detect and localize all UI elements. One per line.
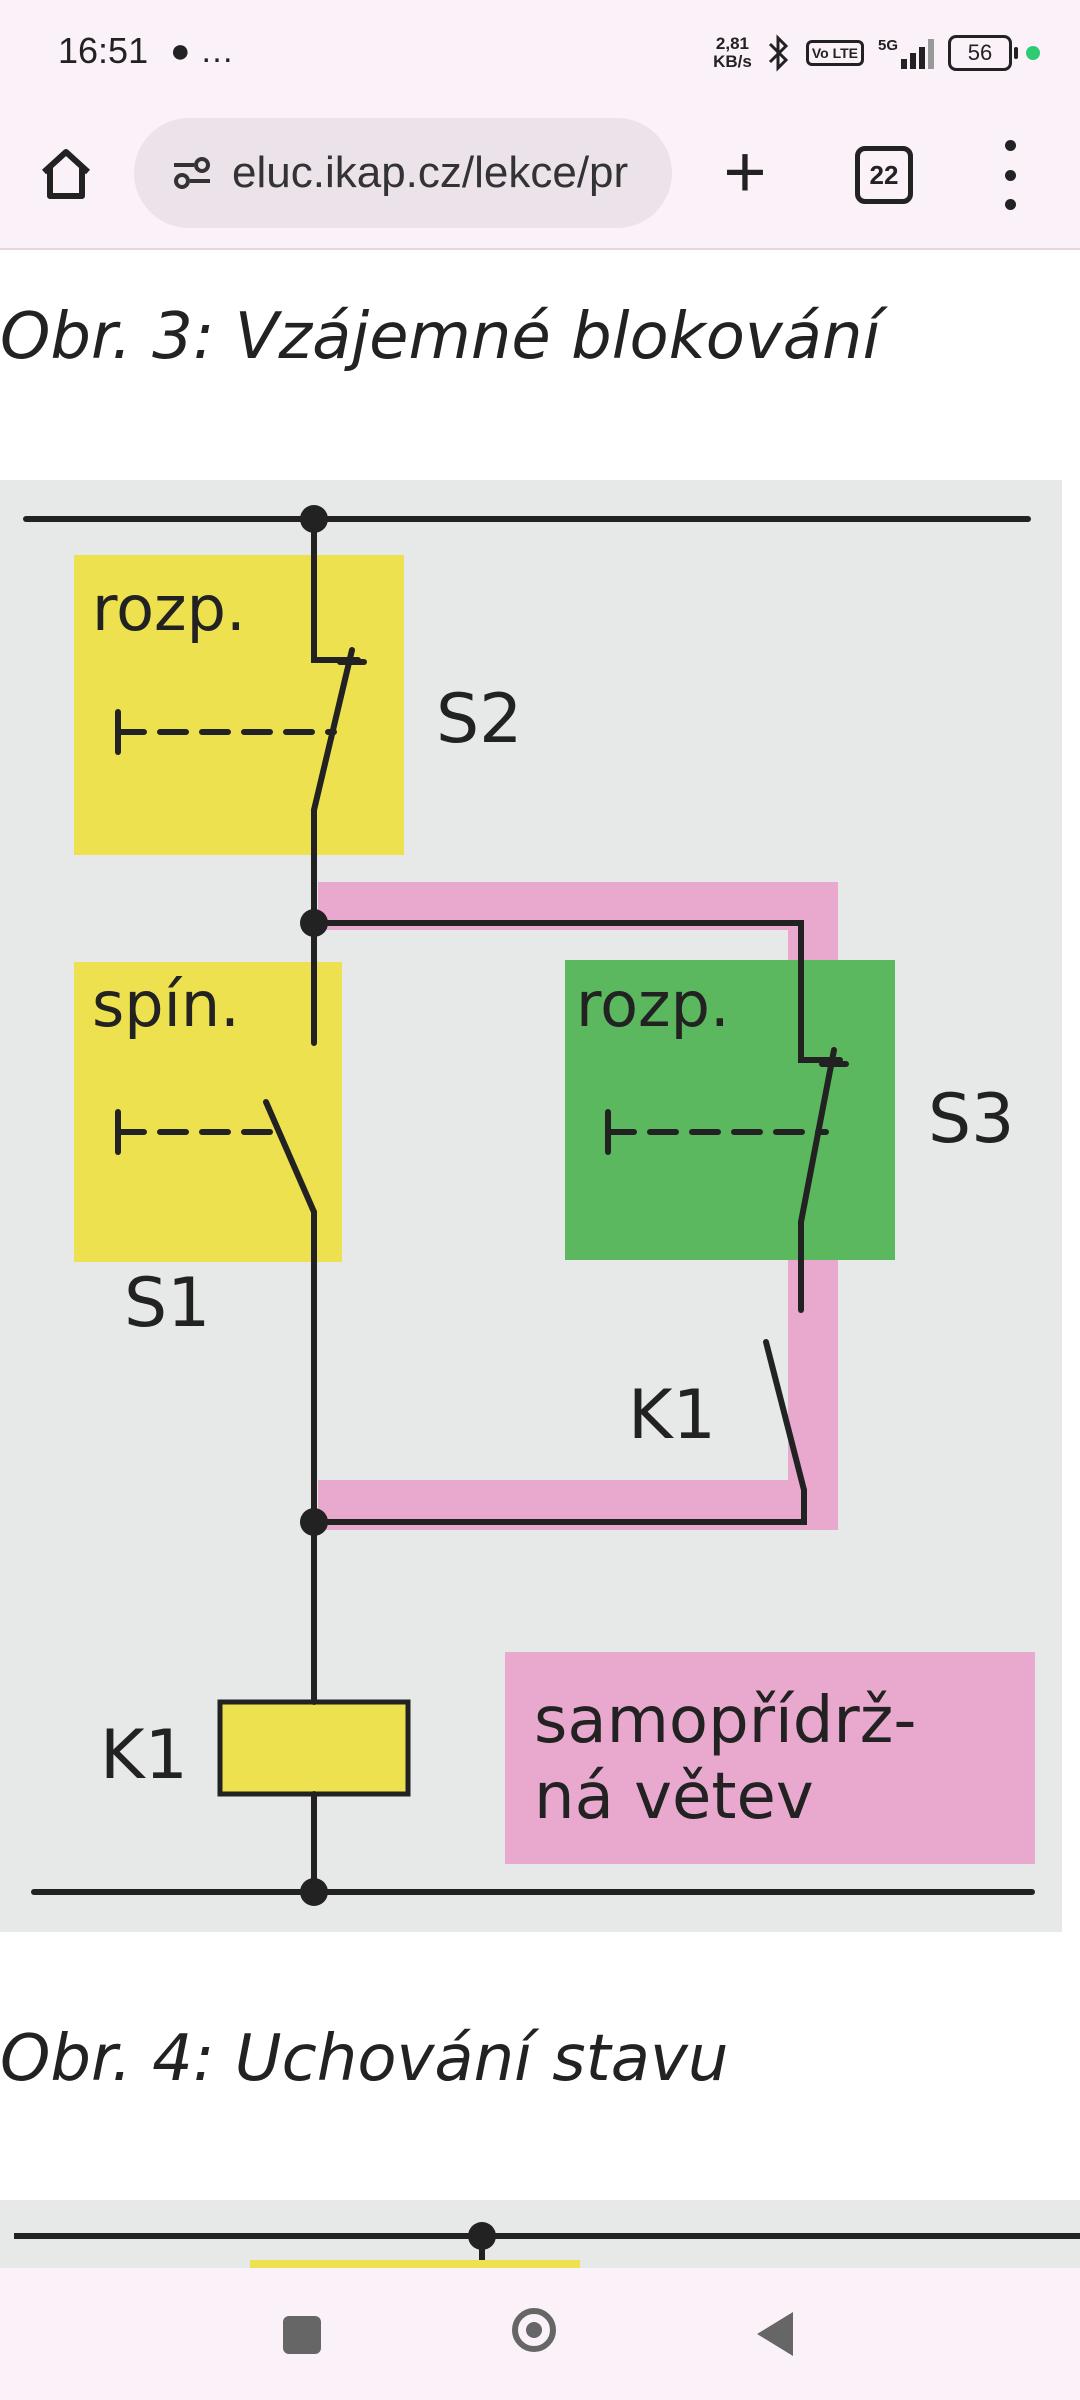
notification-icons: ● … [170,32,234,70]
self-hold-return-wire [311,1487,807,1525]
figure-caption-3: Obr. 3: Vzájemné blokování [0,300,881,374]
self-hold-label-line1: samopřídrž- [534,1684,916,1758]
recents-button[interactable] [283,2316,321,2354]
status-bar: 16:51 ● … 2,81 KB/s Vo LTE 5G 56 [0,0,1080,110]
k1-contact-label: K1 [628,1376,716,1455]
s2-name-label: S2 [436,680,522,759]
junction-return [300,1508,328,1536]
site-settings-icon[interactable] [172,153,212,193]
status-indicators: 2,81 KB/s Vo LTE 5G 56 [713,28,1040,78]
s1-box-label: spín. [92,968,240,1041]
network-speed-unit: KB/s [713,52,752,71]
url-text[interactable]: eluc.ikap.cz/lekce/pr [232,148,629,197]
s3-contact-blade [798,1047,837,1225]
network-type: 5G [877,37,898,54]
self-hold-upper-wire [311,920,843,1063]
privacy-indicator-dot [1026,46,1040,60]
diagram2-yellow-box [250,2260,580,2270]
k1-coil-label: K1 [100,1716,188,1795]
circuit-diagram-2-svg [14,2222,1080,2270]
network-speed-value: 2,81 [715,34,749,53]
circuit-diagram: rozp. S2 spín. S1 rozp. S3 K1 K1 samopří… [0,480,1062,1932]
status-time: 16:51 [58,30,149,71]
k1-contact-blade [763,1339,807,1493]
circuit-diagram-2 [0,2200,1080,2270]
back-button[interactable] [757,2312,793,2356]
bluetooth-icon [768,34,788,72]
system-nav-bar [0,2268,1080,2400]
browser-toolbar: eluc.ikap.cz/lekce/pr + 22 [0,110,1080,250]
volte-icon: Vo LTE [805,40,864,66]
self-hold-pink-box [505,1652,1035,1864]
circuit-diagram-svg: rozp. S2 spín. S1 rozp. S3 K1 K1 samopří… [23,505,1035,1906]
self-hold-label-line2: ná větev [534,1760,814,1834]
s3-box-label: rozp. [576,968,730,1041]
s2-box-label: rozp. [92,572,246,645]
tab-switcher-button[interactable]: 22 [855,146,913,204]
address-bar[interactable]: eluc.ikap.cz/lekce/pr [134,118,672,228]
battery-icon: 56 [948,35,1018,71]
junction-bottom [300,1878,328,1906]
junction-top [300,505,328,533]
more-menu-button[interactable] [990,140,1030,210]
menu-dot-icon [1004,169,1016,181]
signal-icon: 5G [878,37,934,69]
junction-s2-branch [300,909,328,937]
menu-dot-icon [1004,140,1016,151]
menu-dot-icon [1004,199,1016,210]
home-nav-button[interactable] [512,2308,556,2352]
k1-coil-box [217,1699,411,1797]
new-tab-button[interactable]: + [723,130,767,213]
home-icon [41,149,91,199]
figure-caption-4: Obr. 4: Uchování stavu [0,2022,729,2096]
s2-yellow-box [74,555,404,855]
s3-name-label: S3 [928,1080,1014,1159]
network-speed: 2,81 KB/s [713,35,752,71]
home-button[interactable] [30,138,102,210]
s1-contact-blade [263,1099,317,1215]
s3-green-box [565,960,895,1260]
s1-name-label: S1 [124,1264,210,1343]
